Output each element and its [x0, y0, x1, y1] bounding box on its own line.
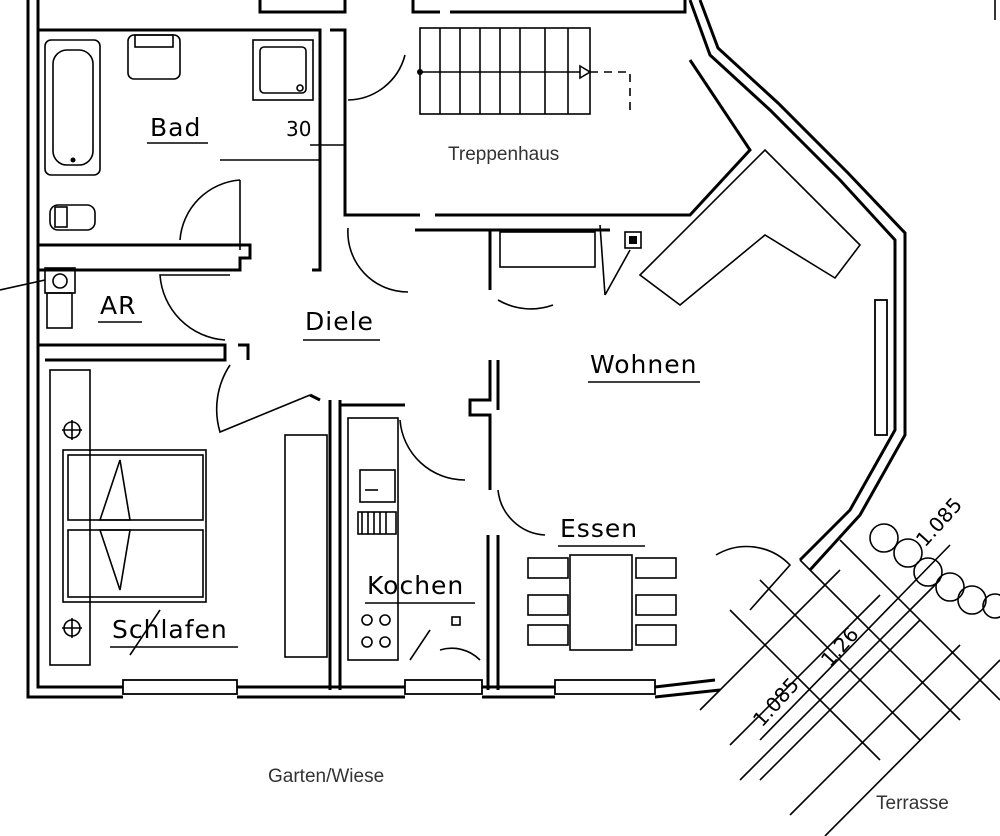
- room-label-bad: Bad: [150, 113, 201, 142]
- dresser-icon: [284, 434, 328, 658]
- sideboard-icon: [499, 231, 596, 268]
- area-label-garten: Garten/Wiese: [268, 766, 384, 787]
- toilet-icon: [49, 204, 96, 231]
- area-label-terrasse: Terrasse: [876, 793, 949, 814]
- dimension-label-terrace-a: 1.085: [911, 493, 967, 552]
- bedside-lamp-icon: [62, 420, 82, 638]
- wardrobe-icon: [49, 369, 91, 666]
- bathtub-icon: [44, 39, 101, 176]
- room-label-wohnen: Wohnen: [590, 350, 697, 379]
- kitchen-counter-icon: [347, 417, 461, 661]
- windows: [122, 679, 656, 695]
- room-label-diele: Diele: [305, 307, 374, 336]
- fireplace-icon: [599, 224, 642, 296]
- room-label-essen: Essen: [560, 514, 638, 543]
- sink-icon: [127, 34, 181, 80]
- dining-table-icon: [527, 554, 677, 651]
- outer-walls: [26, 0, 907, 699]
- room-label-schlafen: Schlafen: [112, 615, 228, 644]
- room-label-ar: AR: [100, 291, 136, 320]
- doors: [159, 54, 792, 661]
- staircase-icon: [417, 27, 631, 115]
- dimension-label-bad-door: 30: [286, 117, 311, 141]
- sofa-icon: [638, 148, 862, 307]
- room-label-kochen: Kochen: [367, 571, 464, 600]
- area-label-treppenhaus: Treppenhaus: [448, 144, 559, 165]
- washing-machine-icon: [44, 267, 76, 329]
- terrace-grid: [699, 523, 1000, 836]
- shower-tray-icon: [252, 39, 314, 101]
- interior-walls: [38, 28, 752, 690]
- annotations: [0, 0, 996, 656]
- double-bed-icon: [62, 449, 207, 603]
